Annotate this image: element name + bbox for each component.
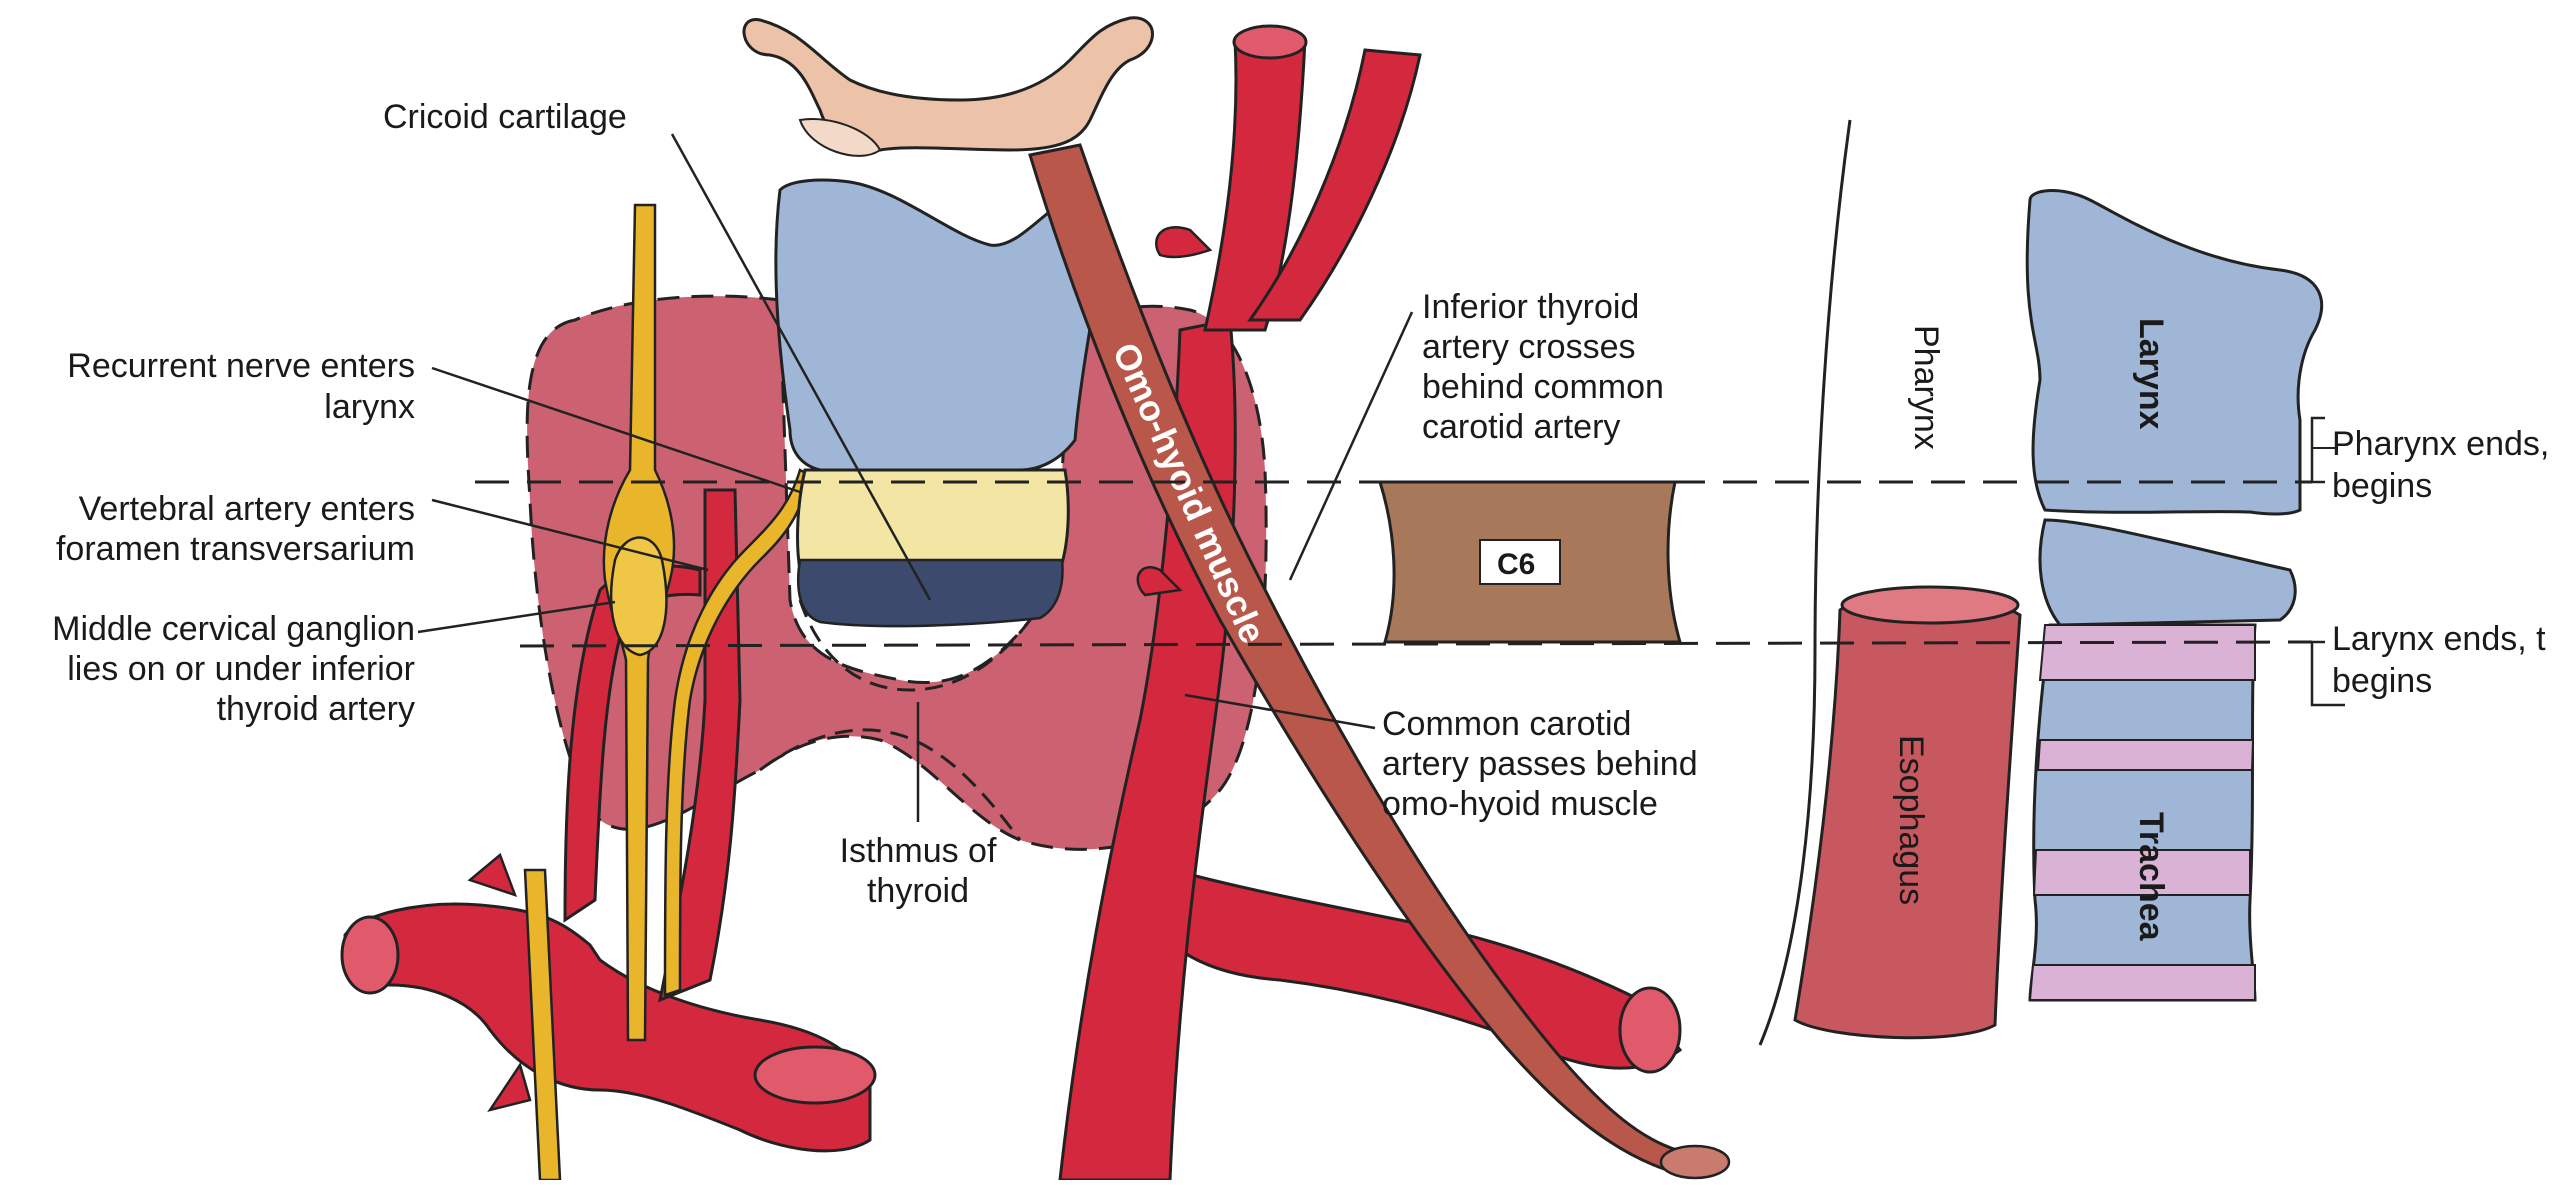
larynx <box>2027 191 2321 515</box>
isthmus-label-1: Isthmus of <box>840 832 997 870</box>
subclavian-right-cut-end <box>1620 988 1680 1072</box>
ganglion-label-2: lies on or under inferior <box>67 650 415 688</box>
cricoid-label: Cricoid cartilage <box>383 98 627 136</box>
omo-hyoid-cut-end <box>1661 1146 1729 1178</box>
larynx-label: Larynx <box>2132 318 2170 430</box>
pharynx-ends-label-2: begins <box>2332 467 2432 505</box>
trachea-ring-1 <box>2040 625 2255 680</box>
trachea-label: Trachea <box>2132 812 2170 942</box>
larynx-ends-label-1: Larynx ends, t <box>2332 620 2546 658</box>
recurrent-label-1: Recurrent nerve enters <box>67 347 415 385</box>
inferior-thyroid-label-1: Inferior thyroid <box>1422 288 1639 326</box>
carotid-label-1: Common carotid <box>1382 705 1631 743</box>
trachea-ring-4 <box>2030 965 2255 1000</box>
pharynx-ends-label-1: Pharynx ends, <box>2332 425 2549 463</box>
small-branch-artery <box>470 855 515 895</box>
internal-carotid-cut-end <box>1234 26 1306 58</box>
cricoid-cartilage <box>798 470 1069 570</box>
cricoid-lower-ring <box>798 560 1062 626</box>
pharynx-label: Pharynx <box>1907 325 1945 450</box>
brachiocephalic-cut-end <box>755 1047 875 1103</box>
subclavian-cut-end <box>342 917 398 993</box>
pharynx-ends-bracket <box>2312 418 2325 482</box>
larynx-ends-label-2: begins <box>2332 662 2432 700</box>
inferior-thyroid-label-4: carotid artery <box>1422 408 1620 446</box>
small-branch-artery-2 <box>490 1065 530 1110</box>
esophagus-cut-end <box>1842 587 2018 623</box>
superior-thyroid-artery <box>1156 227 1210 257</box>
isthmus-label-2: thyroid <box>867 872 969 910</box>
ganglion-label-1: Middle cervical ganglion <box>52 610 415 648</box>
recurrent-label-2: larynx <box>324 388 415 426</box>
esophagus-label: Esophagus <box>1892 735 1930 905</box>
ganglion-label-3: thyroid artery <box>217 690 415 728</box>
inferior-thyroid-label-2: artery crosses <box>1422 328 1636 366</box>
middle-cervical-ganglion <box>611 538 666 656</box>
inferior-thyroid-label-3: behind common <box>1422 368 1664 406</box>
vertebral-label-2: foramen transversarium <box>56 530 415 568</box>
cricoid-ring-side <box>2040 520 2295 625</box>
vertebral-label-1: Vertebral artery enters <box>79 490 415 528</box>
c6-label: C6 <box>1497 548 1535 581</box>
trachea-ring-2 <box>2038 740 2253 770</box>
carotid-label-2: artery passes behind <box>1382 745 1698 783</box>
subclavian-artery <box>345 904 870 1151</box>
carotid-label-3: omo-hyoid muscle <box>1382 785 1658 823</box>
